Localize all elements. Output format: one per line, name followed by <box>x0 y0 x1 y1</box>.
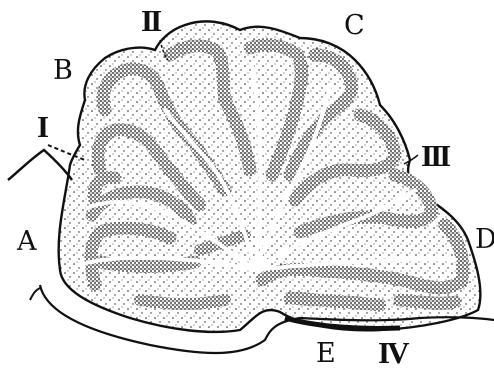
label-E: E <box>316 340 336 367</box>
label-B: B <box>53 57 73 84</box>
edge-tick-A <box>30 288 40 300</box>
label-D: D <box>475 226 494 253</box>
meninges-line <box>8 150 72 180</box>
label-IV: IV <box>378 337 406 368</box>
label-III: III <box>421 140 448 171</box>
label-II: II <box>141 5 159 36</box>
label-C: C <box>344 12 365 39</box>
label-A: A <box>17 228 37 255</box>
label-I: I <box>37 111 46 142</box>
